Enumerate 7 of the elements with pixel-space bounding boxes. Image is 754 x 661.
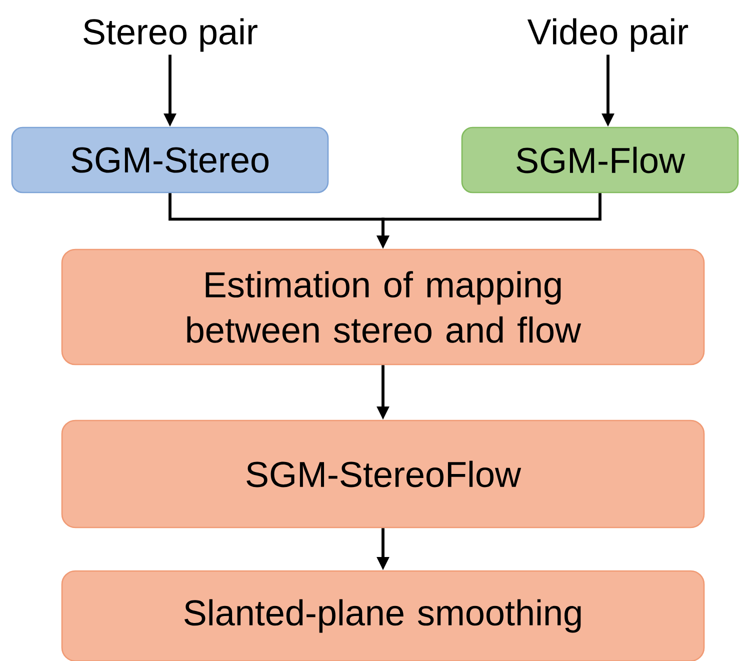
process-box: SGM-StereoFlow bbox=[61, 420, 705, 528]
input-label: Stereo pair bbox=[84, 18, 258, 52]
input-label: Video pair bbox=[527, 18, 688, 52]
process-box: Estimation of mapping between stereo and flow bbox=[61, 248, 705, 366]
process-box: Slanted-plane smoothing bbox=[61, 570, 705, 661]
process-box: SGM-Stereo bbox=[11, 126, 329, 194]
process-box: SGM-Flow bbox=[461, 126, 739, 194]
